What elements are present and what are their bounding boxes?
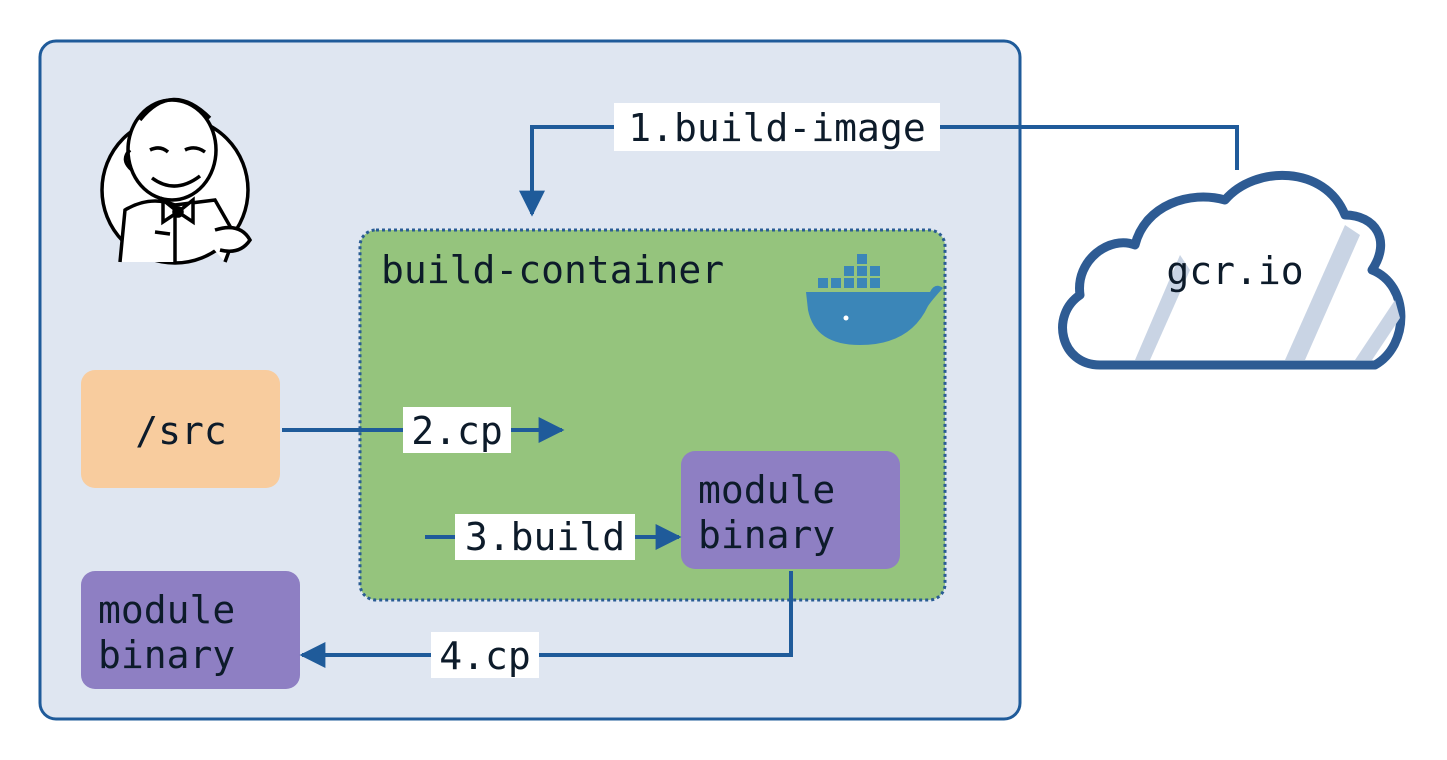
cp-out-label-bg <box>431 632 539 678</box>
module-inner-line2: binary <box>698 513 835 557</box>
build-label-bg <box>455 514 635 560</box>
module-binary-outer <box>81 571 300 689</box>
module-inner-line1: module <box>698 468 835 512</box>
cp-in-label-bg <box>403 407 511 453</box>
src-label: /src <box>135 409 227 453</box>
build-container-label: build-container <box>381 248 724 292</box>
cp-out-label: 4.cp <box>439 634 531 678</box>
docker-whale-icon <box>806 254 943 345</box>
module-binary-inner <box>681 451 900 569</box>
build-image-label: 1.build-image <box>628 106 925 150</box>
jenkins-butler-icon <box>100 97 253 265</box>
build-label: 3.build <box>465 515 625 559</box>
module-outer-line1: module <box>98 588 235 632</box>
cloud-icon <box>1058 170 1406 370</box>
module-outer-line2: binary <box>98 633 235 677</box>
build-image-label-bg <box>614 103 940 151</box>
cp-in-label: 2.cp <box>411 409 503 453</box>
registry-label: gcr.io <box>1166 249 1303 293</box>
src-box <box>81 370 280 488</box>
